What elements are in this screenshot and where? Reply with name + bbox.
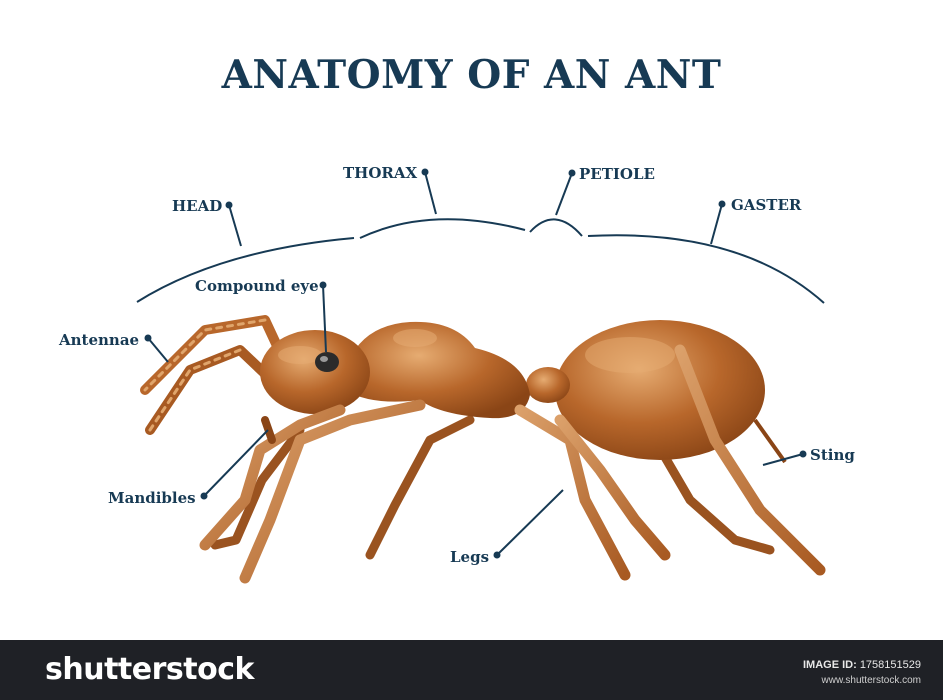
compound-eye-shape <box>315 352 339 372</box>
thorax-body <box>345 322 530 418</box>
sting-shape <box>755 420 785 462</box>
label-legs: Legs <box>450 548 489 566</box>
petiole-bracket <box>530 219 582 236</box>
label-petiole: PETIOLE <box>579 165 655 183</box>
image-id-line: IMAGE ID: 1758151529 <box>803 658 921 672</box>
petiole-body <box>526 367 570 403</box>
label-compound-eye: Compound eye <box>195 277 319 295</box>
diagram-title: ANATOMY OF AN ANT <box>0 52 943 98</box>
image-id-label: IMAGE ID: <box>803 659 857 671</box>
label-head: HEAD <box>172 197 222 215</box>
label-gaster: GASTER <box>731 196 801 214</box>
gaster-body <box>555 320 765 460</box>
label-mandibles: Mandibles <box>108 489 196 507</box>
head-body <box>260 330 370 414</box>
brand-logo: shutterstock <box>45 652 254 687</box>
gaster-bracket <box>588 235 824 303</box>
site-url: www.shutterstock.com <box>822 675 921 686</box>
label-thorax: THORAX <box>343 164 417 182</box>
label-sting: Sting <box>810 446 855 464</box>
thorax-bracket <box>360 219 525 238</box>
label-antennae: Antennae <box>59 331 139 349</box>
image-id-value: 1758151529 <box>860 659 921 671</box>
